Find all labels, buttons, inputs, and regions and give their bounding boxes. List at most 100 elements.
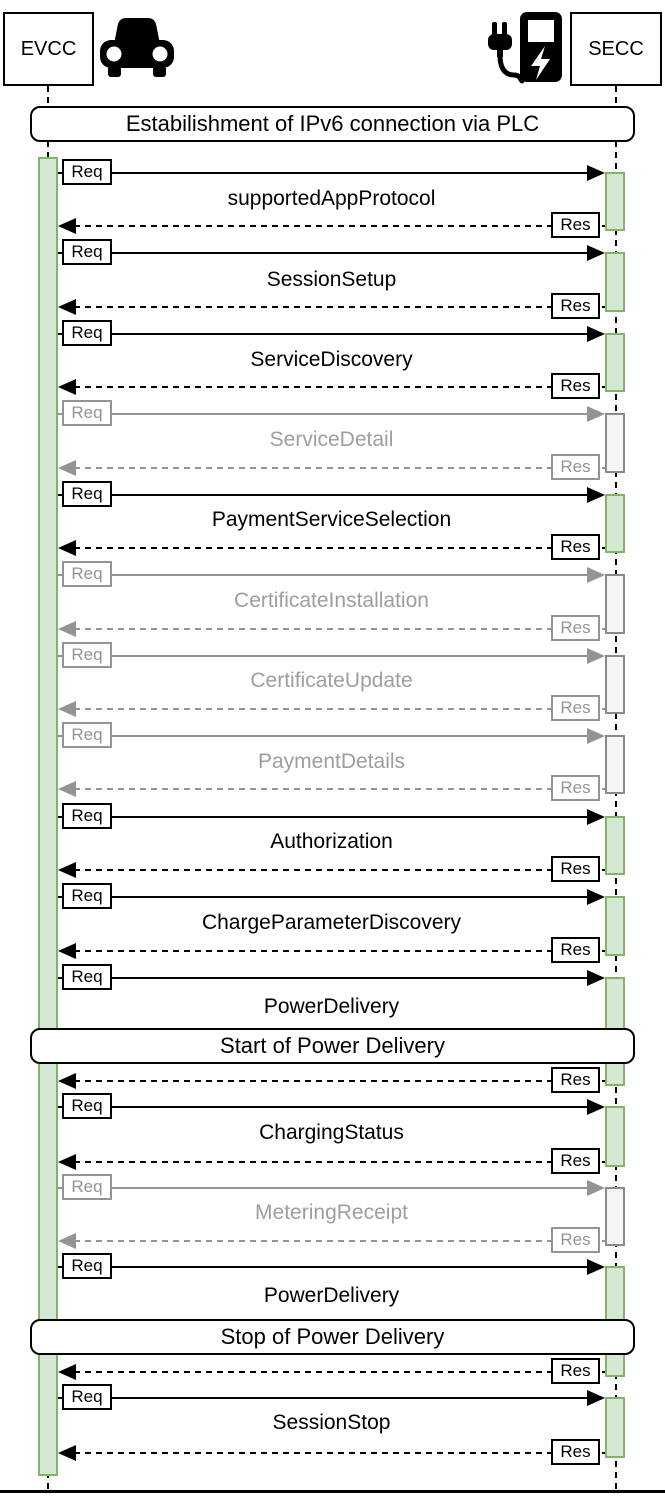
res-badge: Res [551, 615, 600, 641]
req-badge: Req [62, 1384, 112, 1410]
request-arrow-line [58, 1106, 591, 1108]
message-name-label: SessionSetup [266, 268, 397, 291]
request-arrow-line [58, 574, 591, 576]
request-arrow-line [58, 735, 591, 737]
request-arrowhead-icon [587, 487, 605, 503]
response-arrowhead-icon [58, 460, 76, 476]
secc-activation-bar [605, 735, 625, 794]
secc-activation-bar [605, 816, 625, 875]
secc-label: SECC [588, 38, 644, 60]
req-badge: Req [62, 481, 112, 507]
request-arrowhead-icon [587, 809, 605, 825]
request-arrow-line [58, 413, 591, 415]
message-name-label: CertificateUpdate [250, 669, 413, 692]
res-badge: Res [551, 212, 600, 238]
secc-activation-bar [605, 172, 625, 231]
message-name-label: ChargingStatus [259, 1121, 404, 1144]
response-arrowhead-icon [58, 943, 76, 959]
response-arrow-line [74, 306, 605, 308]
response-arrowhead-icon [58, 621, 76, 637]
res-badge: Res [551, 1227, 600, 1253]
req-badge: Req [62, 883, 112, 909]
req-badge: Req [62, 400, 112, 426]
response-arrow-line [74, 1080, 605, 1082]
req-badge: Req [62, 320, 112, 346]
secc-actor-box: SECC [570, 12, 662, 86]
res-badge: Res [551, 695, 600, 721]
car-icon [98, 14, 176, 83]
request-arrowhead-icon [587, 165, 605, 181]
banner-start-text: Start of Power Delivery [220, 1033, 445, 1058]
req-badge: Req [62, 1174, 112, 1200]
response-arrowhead-icon [58, 1364, 76, 1380]
response-arrowhead-icon [58, 781, 76, 797]
response-arrowhead-icon [58, 218, 76, 234]
request-arrowhead-icon [587, 1259, 605, 1275]
res-badge: Res [551, 1067, 600, 1093]
res-badge: Res [551, 1148, 600, 1174]
request-arrowhead-icon [587, 245, 605, 261]
request-arrow-line [58, 494, 591, 496]
response-arrowhead-icon [58, 1073, 76, 1089]
response-arrowhead-icon [58, 299, 76, 315]
response-arrowhead-icon [58, 1445, 76, 1461]
request-arrow-line [58, 333, 591, 335]
response-arrow-line [74, 628, 605, 630]
message-name-label: MeteringReceipt [255, 1201, 408, 1224]
response-arrow-line [74, 386, 605, 388]
res-badge: Res [551, 373, 600, 399]
request-arrowhead-icon [587, 1390, 605, 1406]
message-name-label: PowerDelivery [263, 1284, 400, 1307]
response-arrow-line [74, 547, 605, 549]
secc-activation-bar [605, 1106, 625, 1167]
request-arrowhead-icon [587, 889, 605, 905]
response-arrow-line [74, 788, 605, 790]
message-name-label: ServiceDiscovery [250, 348, 413, 371]
response-arrow-line [74, 1161, 605, 1163]
response-arrow-line [74, 869, 605, 871]
req-badge: Req [62, 1093, 112, 1119]
banner-ipv6-connection: Estabilishment of IPv6 connection via PL… [30, 106, 635, 142]
evcc-actor-box: EVCC [3, 12, 94, 86]
message-name-label: PaymentServiceSelection [211, 508, 452, 531]
secc-activation-bar [605, 494, 625, 553]
request-arrow-line [58, 1187, 591, 1189]
message-name-label: Authorization [270, 830, 393, 853]
request-arrow-line [58, 252, 591, 254]
req-badge: Req [62, 159, 112, 185]
res-badge: Res [551, 1439, 600, 1465]
response-arrow-line [74, 225, 605, 227]
secc-activation-bar [605, 1397, 625, 1458]
request-arrow-line [58, 896, 591, 898]
res-badge: Res [551, 775, 600, 801]
res-badge: Res [551, 293, 600, 319]
banner-start-power-delivery: Start of Power Delivery [30, 1028, 635, 1064]
request-arrow-line [58, 1397, 591, 1399]
banner-stop-power-delivery: Stop of Power Delivery [30, 1319, 635, 1355]
secc-activation-bar [605, 574, 625, 634]
response-arrowhead-icon [58, 1233, 76, 1249]
request-arrow-line [58, 655, 591, 657]
response-arrow-line [74, 1240, 605, 1242]
response-arrowhead-icon [58, 862, 76, 878]
req-badge: Req [62, 239, 112, 265]
request-arrowhead-icon [587, 326, 605, 342]
banner-ipv6-text: Estabilishment of IPv6 connection via PL… [125, 111, 540, 136]
request-arrowhead-icon [587, 648, 605, 664]
secc-activation-bar [605, 1187, 625, 1246]
request-arrowhead-icon [587, 1099, 605, 1115]
request-arrowhead-icon [587, 728, 605, 744]
req-badge: Req [62, 803, 112, 829]
request-arrowhead-icon [587, 1180, 605, 1196]
res-badge: Res [551, 534, 600, 560]
message-name-label: SessionStop [272, 1411, 391, 1434]
res-badge: Res [551, 454, 600, 480]
secc-activation-bar [605, 333, 625, 392]
request-arrow-line [58, 1266, 591, 1268]
secc-activation-bar [605, 655, 625, 714]
res-badge: Res [551, 937, 600, 963]
response-arrow-line [74, 1452, 605, 1454]
charging-station-icon [486, 10, 564, 91]
response-arrow-line [74, 1371, 605, 1373]
